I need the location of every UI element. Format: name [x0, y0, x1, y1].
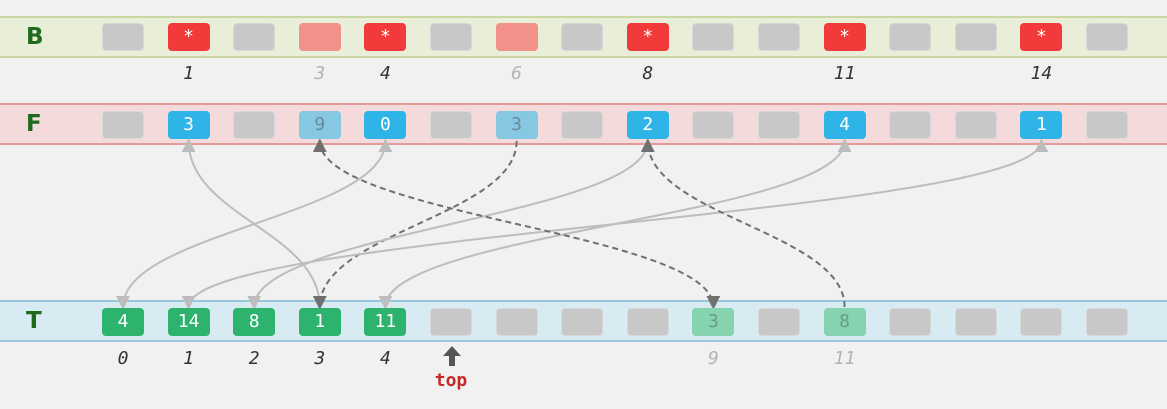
up-arrow-icon [443, 346, 461, 366]
row-f-cell: 2 [626, 111, 669, 139]
row-f-cell: 4 [823, 111, 866, 139]
row-f-cell: 1 [1020, 111, 1063, 139]
row-t-label: T [26, 308, 42, 334]
row-b-cell [1086, 23, 1128, 51]
row-t-index-label: 0 [117, 348, 129, 369]
dashed-arrow [312, 140, 518, 310]
row-t-cell [561, 308, 604, 336]
row-t-cell: 4 [102, 308, 144, 336]
row-f-cell [1086, 111, 1128, 139]
row-b-index-label: 3 [314, 63, 326, 84]
row-t-index-label: 4 [379, 348, 391, 369]
dashed-arrow [312, 138, 721, 310]
row-t-cell: 8 [233, 308, 276, 336]
row-t-cell [495, 308, 538, 336]
row-t-cell [1086, 308, 1128, 336]
solid-arrow [116, 138, 393, 310]
row-f-cell [102, 111, 144, 139]
row-f-cell [954, 111, 997, 139]
row-f-label: F [26, 111, 42, 137]
row-t-cell [626, 308, 669, 336]
row-b-index-label: 14 [1030, 63, 1053, 84]
row-b-cell [692, 23, 735, 51]
row-b-cell: * [823, 23, 866, 51]
solid-arrow [181, 138, 1049, 310]
row-b-index-label: 1 [183, 63, 195, 84]
row-t-cell [758, 308, 800, 336]
row-f-cell [889, 111, 932, 139]
row-t-cell: 1 [298, 308, 341, 336]
row-b-index-label: 8 [642, 63, 654, 84]
row-f-cell: 3 [167, 111, 210, 139]
row-f-cell [430, 111, 472, 139]
row-t-index-label: 1 [183, 348, 195, 369]
row-b-label: B [26, 24, 44, 50]
row-f-cell: 9 [298, 111, 341, 139]
row-f-cell [758, 111, 800, 139]
row-b-index-label: 6 [511, 63, 523, 84]
row-b-cell [561, 23, 604, 51]
row-f-cell: 0 [364, 111, 407, 139]
row-b-cell: * [364, 23, 407, 51]
row-t-index-label: 9 [707, 348, 719, 369]
row-t-cell [1020, 308, 1063, 336]
solid-arrow [247, 138, 655, 310]
row-t-index-label: 2 [248, 348, 260, 369]
row-f-cell [561, 111, 604, 139]
row-t-cell [430, 308, 472, 336]
row-b-index-label: 11 [833, 63, 856, 84]
row-b-cell: * [1020, 23, 1063, 51]
row-b-cell [758, 23, 800, 51]
row-t-cell: 11 [364, 308, 407, 336]
row-b-cell: * [626, 23, 669, 51]
row-b-cell [233, 23, 276, 51]
row-t-cell [889, 308, 932, 336]
row-b-cell [430, 23, 472, 51]
top-pointer-label: top [434, 370, 468, 391]
row-b-cell [889, 23, 932, 51]
row-b-index-label: 4 [379, 63, 391, 84]
row-b-cell [298, 23, 341, 51]
dashed-arrow [640, 138, 846, 308]
row-f-cell [233, 111, 276, 139]
row-t-index-label: 3 [314, 348, 326, 369]
row-b-cell [102, 23, 144, 51]
row-b-cell: * [167, 23, 210, 51]
row-f-cell: 3 [495, 111, 538, 139]
row-b-cell [495, 23, 538, 51]
row-t-cell: 8 [823, 308, 866, 336]
row-b-cell [954, 23, 997, 51]
row-t-cell: 3 [692, 308, 735, 336]
row-t-cell [954, 308, 997, 336]
row-f-cell [692, 111, 735, 139]
row-t-cell: 14 [167, 308, 210, 336]
row-t-index-label: 11 [833, 348, 856, 369]
